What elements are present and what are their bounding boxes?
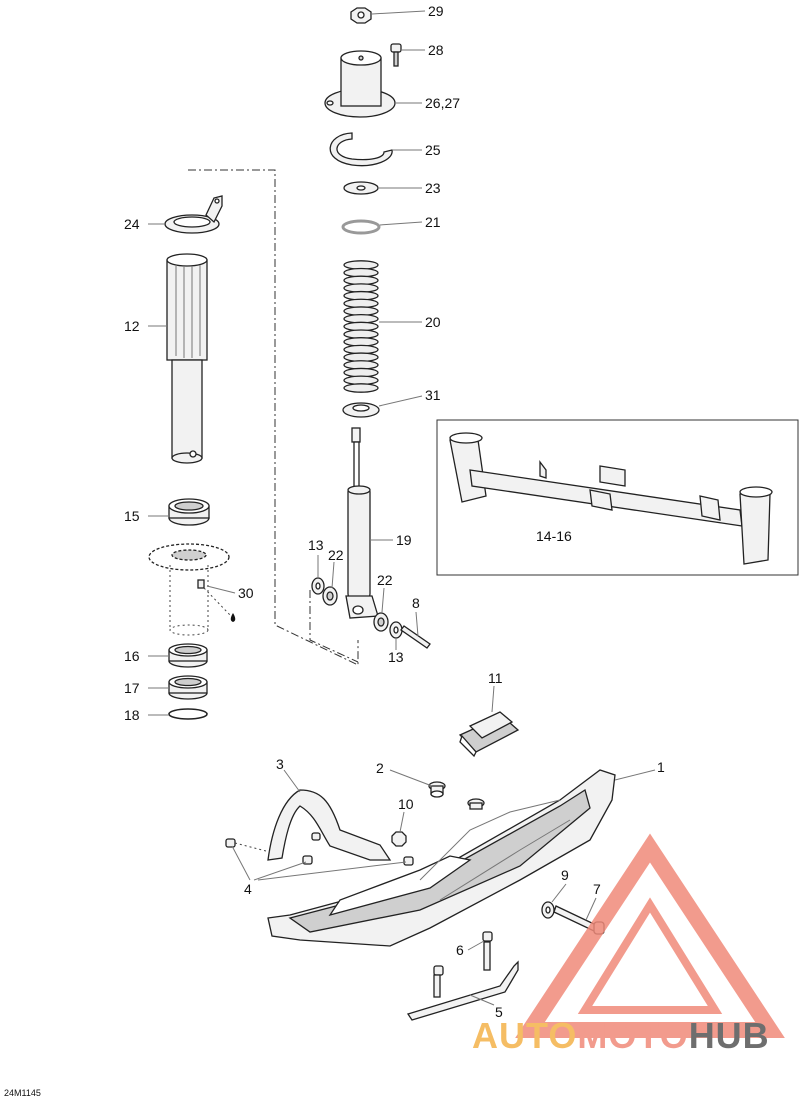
watermark-logo: AUTOMOTOHUB xyxy=(472,833,785,1056)
callout-17: 17 xyxy=(124,680,140,696)
washer-13-left xyxy=(311,577,325,595)
spindle-housing xyxy=(148,543,230,636)
spring-20 xyxy=(343,260,379,393)
callout-22-left: 22 xyxy=(328,547,344,563)
grease-fitting-30 xyxy=(197,579,236,622)
bolts-4 xyxy=(225,832,414,866)
callout-1: 1 xyxy=(657,759,665,775)
circlip-18 xyxy=(168,708,208,720)
callout-3: 3 xyxy=(276,756,284,772)
split-ring-21 xyxy=(341,219,381,235)
callout-18: 18 xyxy=(124,707,140,723)
steering-arm-24 xyxy=(164,195,223,234)
bolt-8 xyxy=(400,625,431,649)
screw-28 xyxy=(390,43,402,67)
callout-24: 24 xyxy=(124,216,140,232)
callout-12: 12 xyxy=(124,318,140,334)
nuts-6 xyxy=(433,931,493,976)
bushing-17 xyxy=(168,675,208,700)
callout-2: 2 xyxy=(376,760,384,776)
callout-13-upper: 13 xyxy=(308,537,324,553)
leader-lines xyxy=(148,10,656,1006)
callout-20: 20 xyxy=(425,314,441,330)
callout-11: 11 xyxy=(488,670,503,686)
nut-10 xyxy=(391,831,407,847)
bushing-2 xyxy=(428,781,446,798)
runner-5 xyxy=(406,941,519,1021)
figure-code: 24M1145 xyxy=(4,1088,41,1098)
callout-15: 15 xyxy=(124,508,140,524)
callout-7: 7 xyxy=(593,881,601,897)
ski-1 xyxy=(267,769,616,947)
front-bar-14-16 xyxy=(449,432,773,565)
shock-pad-11 xyxy=(458,711,520,758)
callout-31: 31 xyxy=(425,387,441,403)
callout-6: 6 xyxy=(456,942,464,958)
callout-16: 16 xyxy=(124,648,140,664)
callout-5: 5 xyxy=(495,1004,503,1020)
callout-4: 4 xyxy=(244,881,252,897)
retaining-clip-25 xyxy=(329,132,393,167)
spindle-12 xyxy=(166,253,208,464)
bushing-16 xyxy=(168,643,208,668)
callout-23: 23 xyxy=(425,180,441,196)
washer-9 xyxy=(541,901,555,919)
top-cap-26-27 xyxy=(324,50,396,118)
watermark-text: AUTOMOTOHUB xyxy=(472,1015,770,1056)
spring-seat-31 xyxy=(342,402,380,418)
callout-29: 29 xyxy=(428,3,444,19)
callout-9: 9 xyxy=(561,867,569,883)
washer-23 xyxy=(343,181,379,195)
callout-13-lower: 13 xyxy=(388,649,404,665)
callout-22-right: 22 xyxy=(377,572,393,588)
assembly-line-right xyxy=(309,590,359,663)
callout-8: 8 xyxy=(412,595,420,611)
washer-13-right xyxy=(389,621,403,639)
callout-21: 21 xyxy=(425,214,441,230)
callout-30: 30 xyxy=(238,585,254,601)
callout-19: 19 xyxy=(396,532,412,548)
callout-26-27: 26,27 xyxy=(425,95,460,111)
bushing-22-left xyxy=(322,586,338,606)
inset-frame-14-16 xyxy=(436,419,799,576)
bushing-15 xyxy=(168,498,210,526)
bushing-2b xyxy=(467,798,485,810)
spring-coil xyxy=(343,383,379,393)
shock-absorber-19 xyxy=(345,427,379,619)
callout-14-16: 14-16 xyxy=(536,528,572,544)
callout-25: 25 xyxy=(425,142,441,158)
assembly-line-left xyxy=(188,169,359,666)
bushing-22-right xyxy=(373,612,389,632)
ski-leg-3 xyxy=(267,789,392,861)
callout-28: 28 xyxy=(428,42,444,58)
nut-29 xyxy=(350,7,372,24)
callout-10: 10 xyxy=(398,796,414,812)
